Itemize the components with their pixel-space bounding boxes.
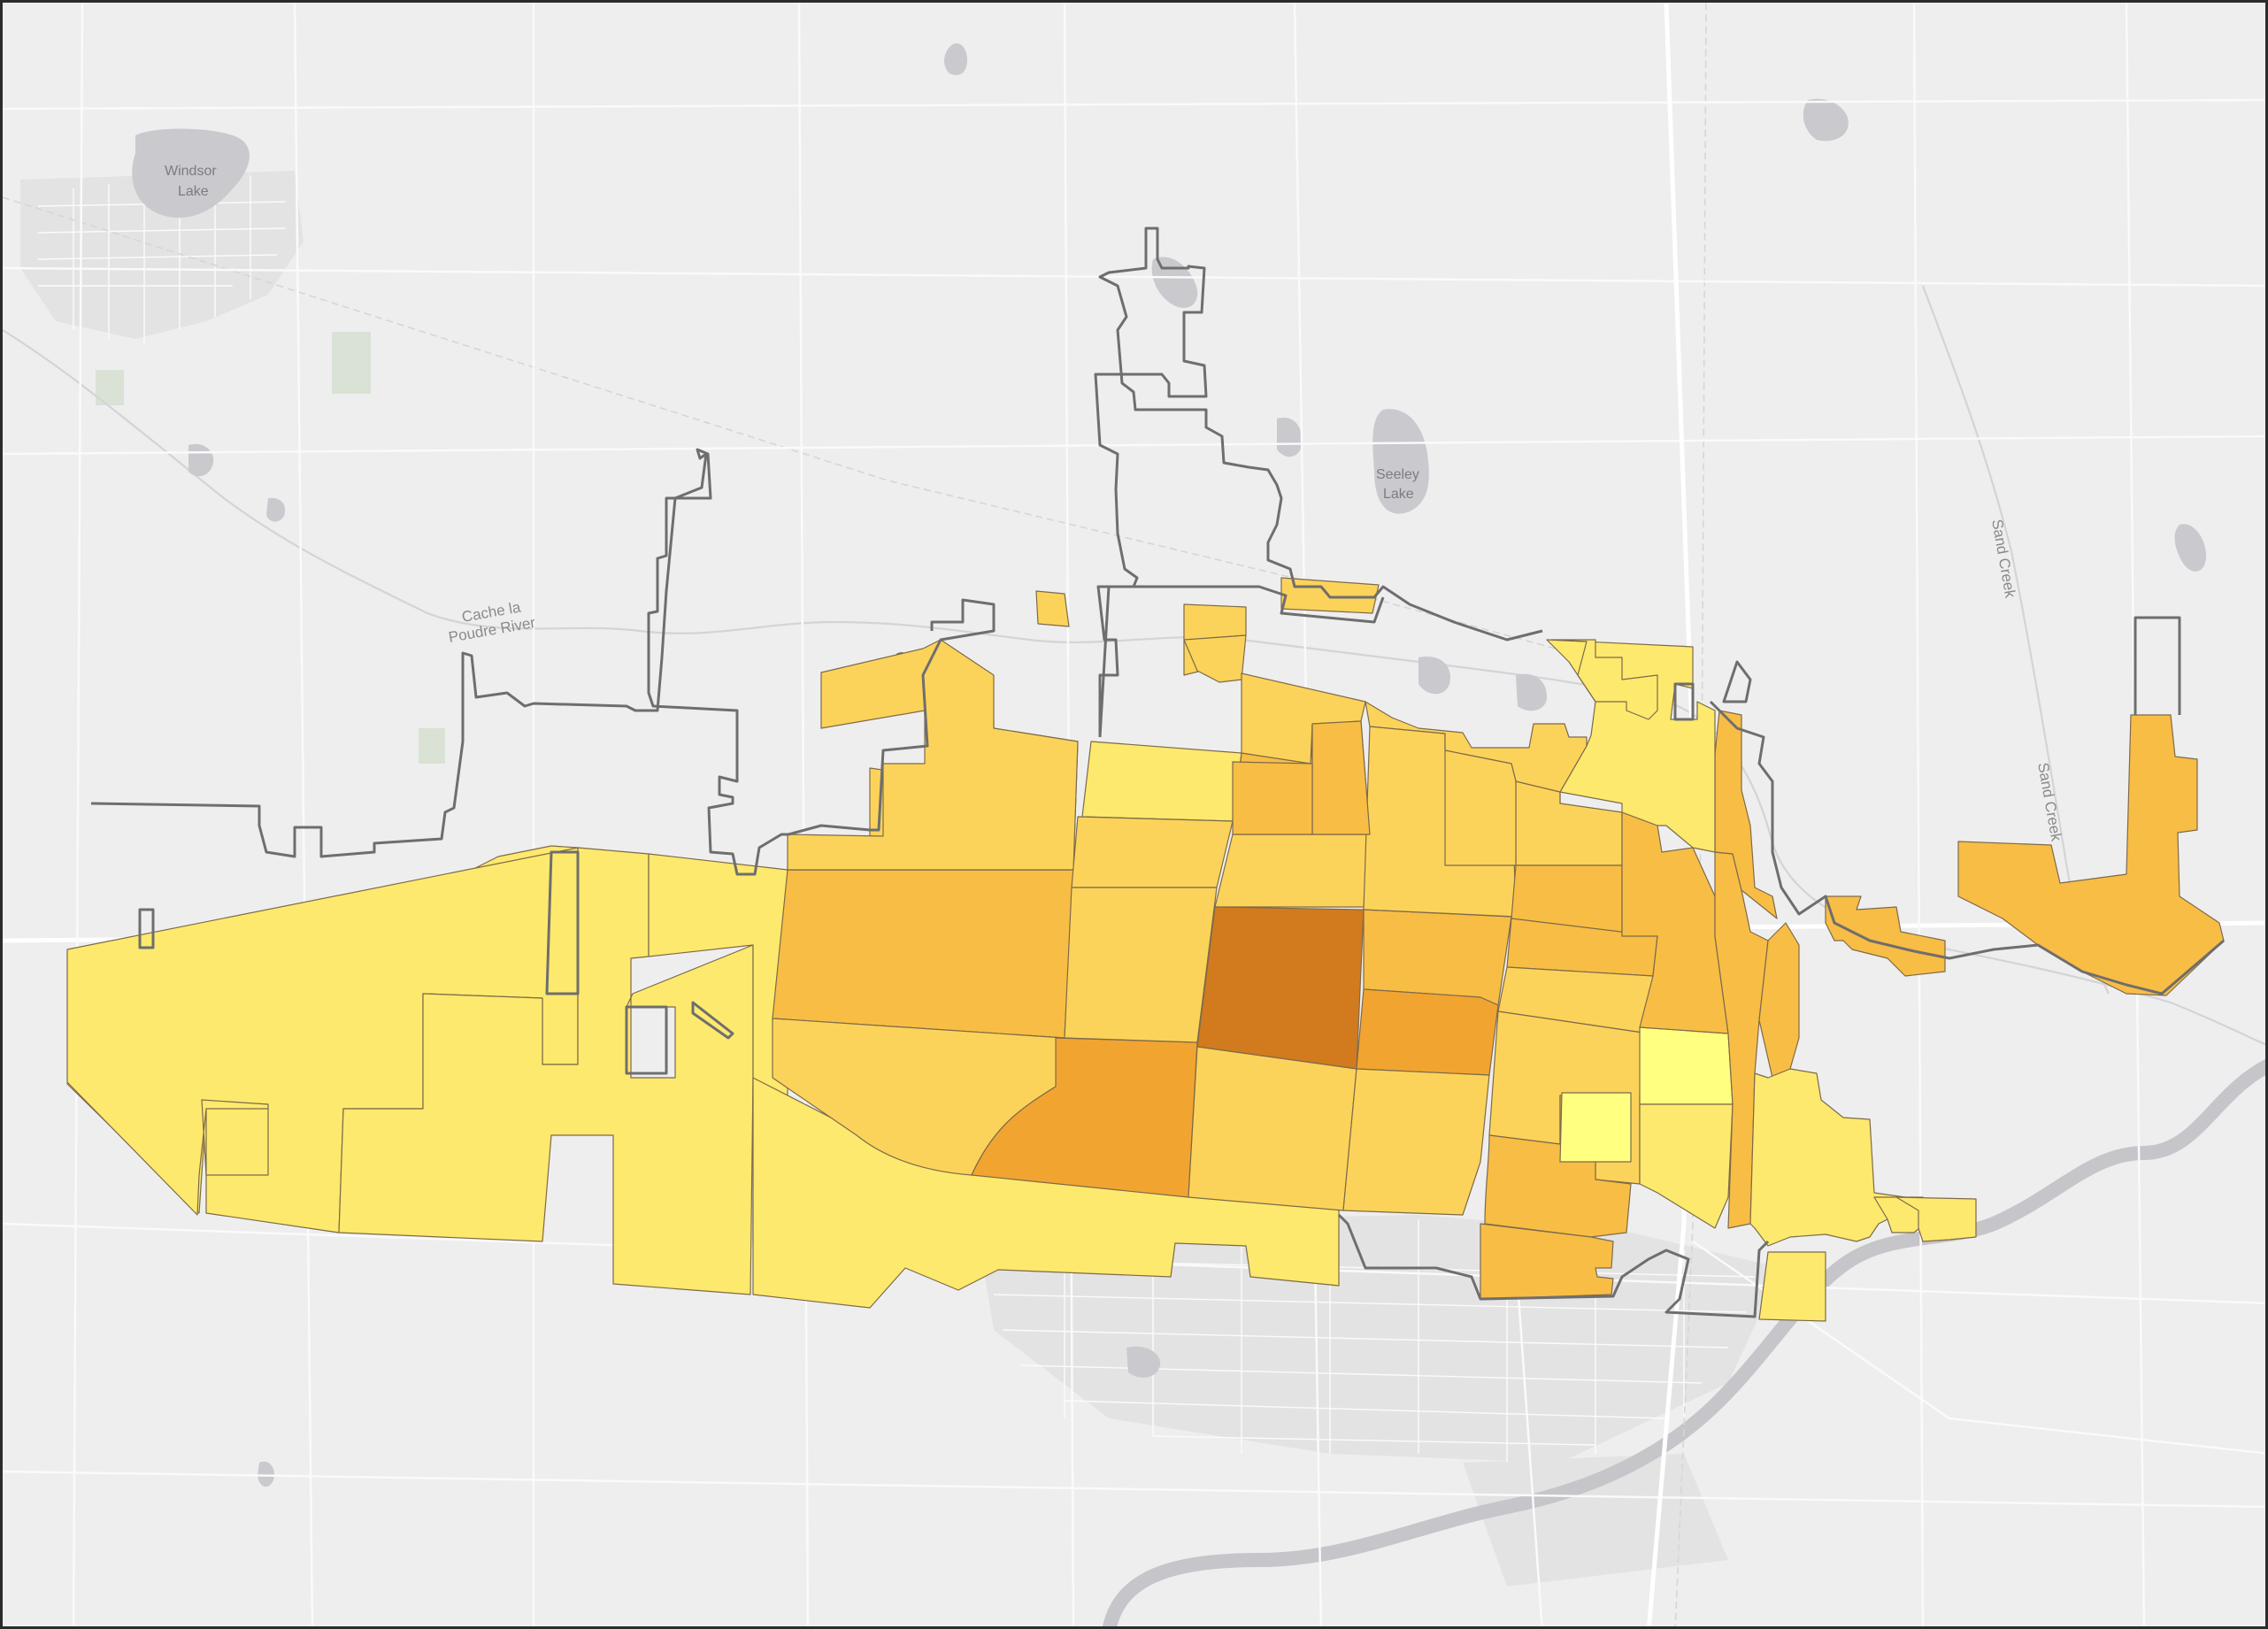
park-1 [332,332,371,394]
parks [96,332,445,764]
lake-north-1 [944,42,967,75]
south-platte-river [1103,1059,2265,1626]
tract-nw-tiny [1035,590,1070,627]
boundary-east-bump [1673,660,1752,721]
tract-east-tail [1895,1196,1977,1242]
urban-windsor [20,171,304,339]
tract-north-east-big [1546,639,1716,853]
tract-e-strip-3 [1758,922,1800,1079]
tract-southeast-small [1758,1251,1826,1322]
lake-southwest-1 [258,1461,274,1487]
lake-south-1 [1126,1346,1161,1378]
lake-mid-2 [1277,418,1303,457]
choropleth-map[interactable]: Windsor Lake Seeley Lake Cache la Poudre… [3,3,2268,1629]
boundary-west [90,448,996,876]
tract-center-s1 [1188,1046,1357,1211]
tract-n-top-2 [1311,720,1371,835]
tract-north-east-a [1550,639,1658,720]
census-tracts [66,577,2225,1322]
boundary-south-town [1337,1213,1770,1318]
boundary-ne-spike [2133,616,2181,715]
lakes [132,42,2206,1487]
tract-n-3b [1064,887,1218,1043]
city-limits [90,227,2225,1318]
tract-north-2 [1081,741,1242,822]
lake-west-2 [266,497,286,522]
lake-north-2 [1803,98,1849,142]
seeley-lake [1372,409,1429,514]
label-seeley-lake-1: Seeley [1376,467,1419,482]
tract-north-nw-main [787,639,1079,871]
tract-center-se [1342,1068,1490,1216]
tract-center-mid [1214,834,1371,908]
boundary-north [1094,227,1543,737]
tract-north-nib-2 [1183,634,1247,683]
windsor-lake [132,128,250,219]
label-windsor-lake-1: Windsor [165,164,217,179]
label-seeley-lake-2: Lake [1383,487,1414,502]
tract-center-top-big [1232,761,1313,835]
tract-cw-3 [971,1037,1198,1198]
lake-mid-1 [1151,257,1198,308]
boundary-east [1709,700,2225,995]
tract-center-e2 [1356,988,1499,1076]
tract-cw-1 [772,869,1074,1039]
tract-ne-narrow [1444,749,1517,866]
lake-east-1 [2174,524,2206,572]
tract-lightest-2 [1639,1026,1734,1105]
lake-mid-4 [1516,673,1547,711]
boundary-west-holes [138,850,734,1075]
label-windsor-lake-2: Lake [178,184,209,199]
railroads [3,3,1707,1626]
tract-north-3a [1071,816,1234,888]
boundary-central-north [1098,585,1385,738]
tract-lightest-1 [1559,1092,1632,1163]
park-3 [419,728,445,764]
tract-west-2 [338,847,754,1295]
lake-mid-3 [1418,657,1450,695]
tract-darkest [1196,906,1365,1070]
tract-e-mid2 [1825,895,1946,977]
